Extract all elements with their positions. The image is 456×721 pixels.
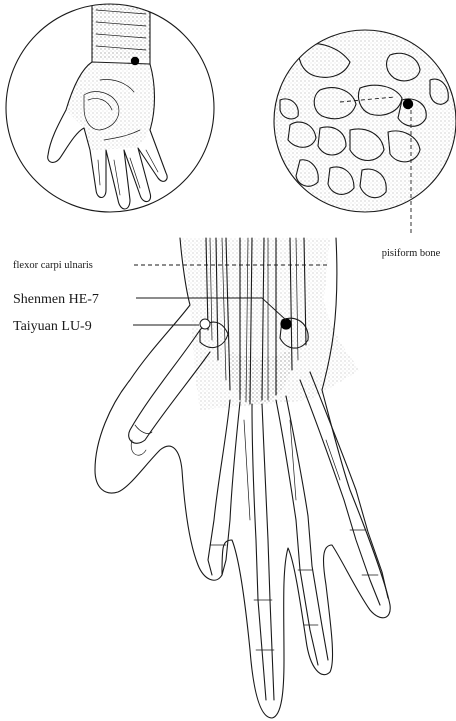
pisiform-label: pisiform bone [382, 248, 441, 259]
palm-inset [6, 0, 214, 212]
flexor-carpi-ulnaris-label: flexor carpi ulnaris [13, 260, 93, 271]
pisiform-point [403, 99, 413, 109]
carpal-bones [270, 25, 456, 215]
shenmen-label: Shenmen HE-7 [13, 292, 99, 307]
palm-inset-hand [48, 0, 167, 209]
shenmen-point-inset [131, 57, 139, 65]
taiyuan-point [200, 319, 210, 329]
carpal-inset [270, 25, 456, 215]
shenmen-point [280, 318, 291, 329]
taiyuan-label: Taiyuan LU-9 [13, 319, 92, 334]
main-hand [95, 238, 390, 718]
